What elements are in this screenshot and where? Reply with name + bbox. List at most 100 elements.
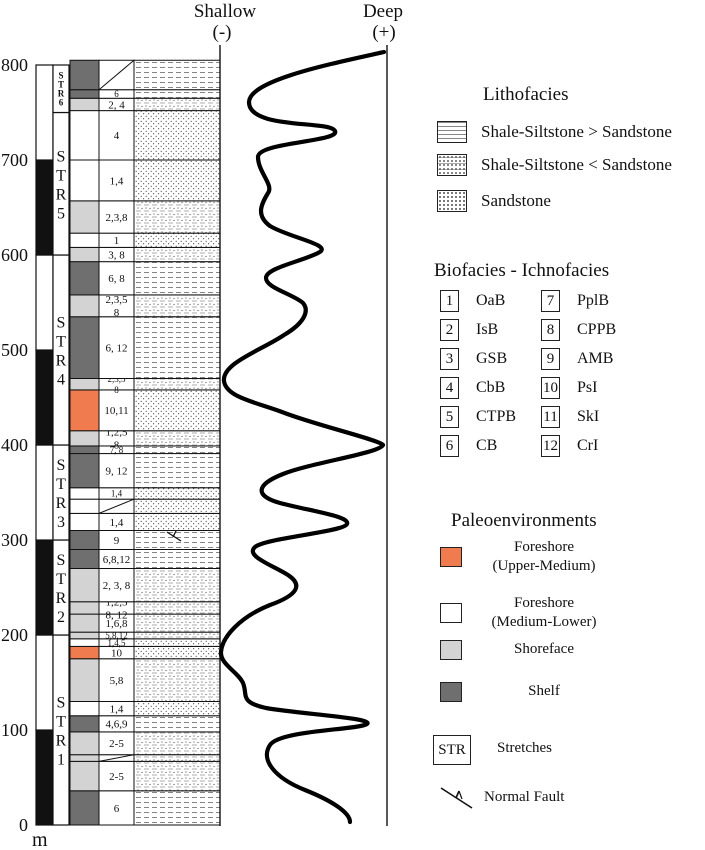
- depth-tick-label: 100: [1, 720, 28, 740]
- environment-unit: [69, 601, 100, 615]
- environment-unit: [69, 89, 100, 99]
- lithology-unit: [133, 754, 221, 762]
- stretch-letter: T: [56, 167, 66, 184]
- lithology-unit: [133, 549, 221, 569]
- biofacies-code-label: 6: [114, 803, 120, 815]
- lithology-unit: [133, 89, 221, 99]
- paleoenvironment-swatch: [440, 603, 462, 623]
- paleoenvironment-swatch: [440, 640, 462, 660]
- lithology-unit: [133, 453, 221, 489]
- biofacies-code-label: 2, 3, 8: [103, 580, 131, 592]
- lithology-unit: [133, 613, 221, 633]
- lithology-unit: [133, 110, 221, 161]
- lithofacies-label: Shale-Siltstone > Sandstone: [481, 122, 672, 141]
- paleoenvironment-column: [69, 59, 100, 826]
- depth-tick-label: 400: [1, 435, 28, 455]
- shale-lt-swatch: [437, 154, 467, 176]
- lithology-unit: [133, 246, 221, 263]
- biofacies-code: IsB: [476, 321, 499, 338]
- environment-unit: [69, 549, 100, 569]
- biofacies-code-label: 1,4: [111, 489, 123, 499]
- depth-tick-label: 700: [1, 150, 28, 170]
- biofacies-code-label: 2,3,5: [106, 294, 129, 306]
- lithology-unit: [133, 701, 221, 717]
- paleoenvironment-label: Shoreface: [514, 641, 574, 657]
- lithology-unit: [133, 790, 221, 826]
- stretch-letter: R: [58, 88, 65, 98]
- shallow-label: Shallow: [194, 1, 257, 22]
- lithology-unit: [133, 487, 221, 500]
- stretch-letter: 1: [57, 752, 65, 769]
- lithology-unit: [133, 512, 221, 532]
- biofacies-number: 5: [440, 406, 459, 428]
- biofacies-code: PsI: [577, 379, 598, 396]
- normal-fault-icon: [166, 530, 182, 542]
- environment-unit: [69, 613, 100, 633]
- biofacies-code: SkI: [577, 408, 600, 425]
- scale-segment: [35, 349, 54, 446]
- biofacies-code-label: 1,4: [110, 517, 124, 529]
- biofacies-code-label: 10,11: [104, 405, 128, 417]
- biofacies-code-label: 8: [114, 307, 120, 319]
- biofacies-code-label: 1: [114, 235, 120, 247]
- lithofacies-label: Sandstone: [481, 191, 551, 210]
- biofacies-number: 2: [440, 319, 459, 341]
- lithology-unit: [133, 638, 221, 647]
- environment-unit: [69, 97, 100, 112]
- lithofacies-title: Lithofacies: [483, 84, 569, 105]
- environment-unit: [69, 159, 100, 202]
- paleoenvironment-swatch: [440, 682, 462, 702]
- deep-sign: (+): [372, 22, 395, 43]
- biofacies-code-label: 2-5: [109, 738, 124, 750]
- environment-unit: [69, 200, 100, 234]
- biofacies-legend-item: 5 CTPB: [440, 406, 516, 428]
- biofacies-code-label: 5,8: [110, 675, 124, 687]
- paleoenvironment-swatch: [440, 547, 462, 567]
- biofacies-code-label: 8, 12: [106, 609, 128, 621]
- biofacies-code-label: 1,4: [110, 175, 124, 187]
- environment-unit: [69, 638, 100, 647]
- biofacies-code-label: 2,3,8: [106, 212, 129, 224]
- environment-unit: [69, 378, 100, 391]
- biofacies-code: CPPB: [577, 321, 617, 338]
- lithology-unit: [133, 200, 221, 234]
- stretch-letter: S: [57, 457, 66, 474]
- unit-diagonal: [98, 754, 135, 762]
- depth-scale-bar: [35, 64, 54, 826]
- lithology-unit: [133, 568, 221, 603]
- normal-fault-legend-icon: [440, 787, 473, 809]
- stretch-letter: T: [56, 571, 66, 588]
- paleoenvironment-label: Shelf: [528, 683, 560, 699]
- lithofacies-item-shale-lt: Shale-Siltstone < Sandstone: [437, 154, 672, 176]
- biofacies-legend-item: 2 IsB: [440, 319, 498, 341]
- relative-depth-curve: [218, 49, 387, 825]
- biofacies-unit: [98, 658, 135, 702]
- environment-unit: [69, 701, 100, 717]
- paleoenvironments-title: Paleoenvironments: [451, 510, 597, 531]
- environment-unit: [69, 232, 100, 248]
- environment-unit: [69, 715, 100, 733]
- stretch-letter: T: [56, 714, 66, 731]
- stretch-letter: T: [56, 476, 66, 493]
- environment-unit: [69, 658, 100, 702]
- scale-segment: [35, 254, 54, 351]
- scale-segment: [35, 159, 54, 256]
- biofacies-code-label: 5,8,12: [105, 631, 128, 641]
- biofacies-code-label: 6, 12: [106, 342, 128, 354]
- stretch-letter: S: [57, 695, 66, 712]
- depth-tick-label: 800: [1, 55, 28, 75]
- biofacies-code: PplB: [577, 292, 610, 309]
- biofacies-code: CTPB: [476, 408, 517, 425]
- stretch-box: [52, 64, 70, 114]
- biofacies-number: 8: [541, 319, 560, 341]
- lithology-unit: [133, 294, 221, 318]
- biofacies-code: CbB: [476, 379, 506, 396]
